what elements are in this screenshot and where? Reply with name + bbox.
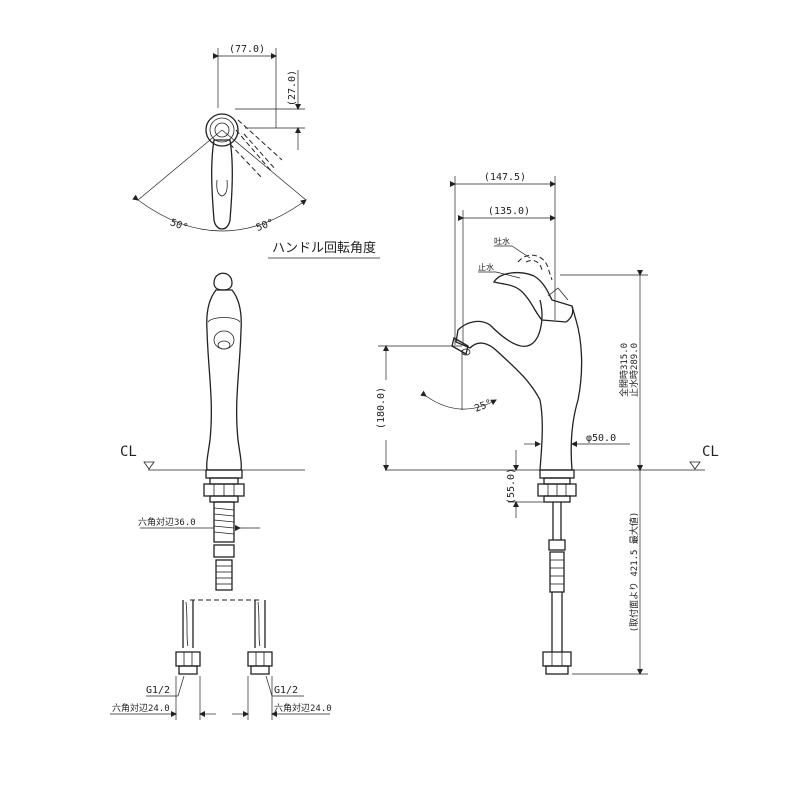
front-hex-nut-right: 六角対辺24.0 [274,702,332,714]
side-dim-total-reach: (147.5) [484,172,526,183]
front-left-fitting [175,651,201,667]
side-dim-body-diameter: φ50.0 [586,433,616,444]
front-hex-nut-left: 六角対辺24.0 [112,702,170,714]
top-dim-width: (77.0) [229,44,265,55]
side-dim-spout-reach: (135.0) [488,206,530,217]
top-base-outer-ring [205,113,239,147]
front-thread-left: G1/2 [146,685,170,696]
side-angle-spout: 25° [473,398,494,415]
side-cl-label: CL [702,444,719,460]
top-view: (77.0) (27.0) 50° 50° ハンドル回転角度 [132,44,380,259]
front-faucet-body [206,289,242,471]
side-dim-hose-length: (取付面より 421.5 最大値) [628,512,640,633]
side-dim-height-closed: 止水時289.0 [628,343,640,397]
side-faucet-body [455,299,583,471]
front-handle-knob [213,272,233,291]
side-handle [492,271,574,323]
top-angle-right: 50° [255,217,276,234]
top-caption: ハンドル回転角度 [272,240,376,256]
front-view: CL 六角対辺36.0 [110,272,332,720]
side-bottom-fitting [542,651,572,667]
front-right-fitting [247,651,273,667]
front-hex-nut-main: 六角対辺36.0 [138,516,196,528]
top-angle-left: 50° [168,217,189,234]
side-dim-height-open: 全開時315.0 [618,343,630,397]
side-dim-spout-height: (180.0) [376,387,387,429]
front-cl-label: CL [120,444,137,460]
side-view: (147.5) (135.0) 吐水 止水 (180.0) 25° [376,172,719,675]
top-handle-lever [211,139,233,230]
top-dim-height: (27.0) [287,70,298,106]
side-label-discharge: 吐水 [494,236,510,246]
front-thread-right: G1/2 [274,685,298,696]
side-dim-under-counter: (55.0) [506,468,517,504]
side-label-stop: 止水 [478,262,494,272]
